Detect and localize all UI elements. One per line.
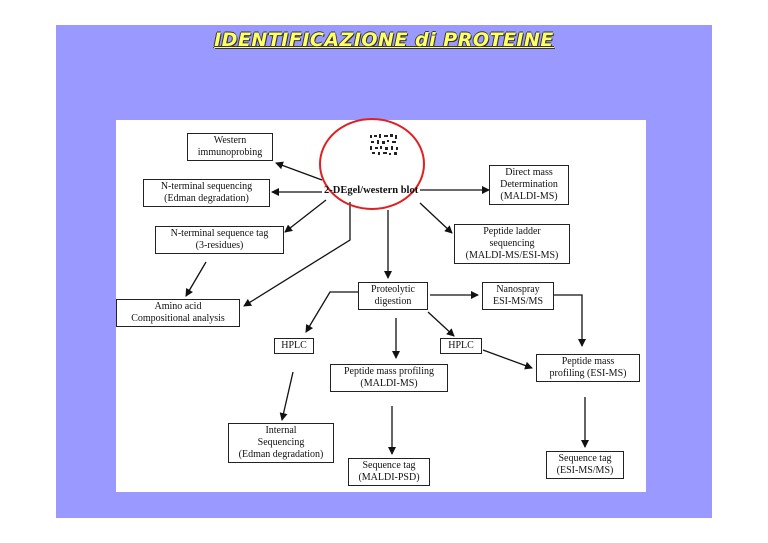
- arrow-hplc-to-pmf-esi: [482, 349, 533, 370]
- slide-title: IDENTIFICAZIONE di PROTEINE: [214, 29, 554, 51]
- node-hplc-left: HPLC: [274, 338, 314, 354]
- arrow-to-ladder: [419, 202, 453, 234]
- center-node-label: 2-DEgel/western blot: [324, 185, 419, 196]
- node-tag-psd: Sequence tag(MALDI-PSD): [348, 458, 430, 486]
- arrow-to-western: [275, 161, 323, 181]
- node-nterm-seq: N-terminal sequencing(Edman degradation): [143, 179, 270, 207]
- arrow-to-hplc-right: [427, 311, 455, 337]
- arrow-to-hplc-left: [305, 291, 358, 333]
- highlight-circle: [319, 118, 425, 210]
- arrow-nanospray-to-pmf-esi: [553, 294, 586, 347]
- gel-blot-icon: [368, 133, 400, 157]
- arrow-to-internal: [279, 371, 294, 421]
- arrow-to-nterm-tag: [284, 199, 327, 233]
- node-nterm-tag: N-terminal sequence tag(3-residues): [155, 226, 284, 254]
- node-pmf-maldi: Peptide mass profiling(MALDI-MS): [330, 364, 448, 392]
- node-hplc-right: HPLC: [440, 338, 482, 354]
- arrow-tag-to-amino: [185, 261, 207, 297]
- node-tag-esi: Sequence tag(ESI-MS/MS): [546, 451, 624, 479]
- arrow-to-amino: [243, 202, 351, 307]
